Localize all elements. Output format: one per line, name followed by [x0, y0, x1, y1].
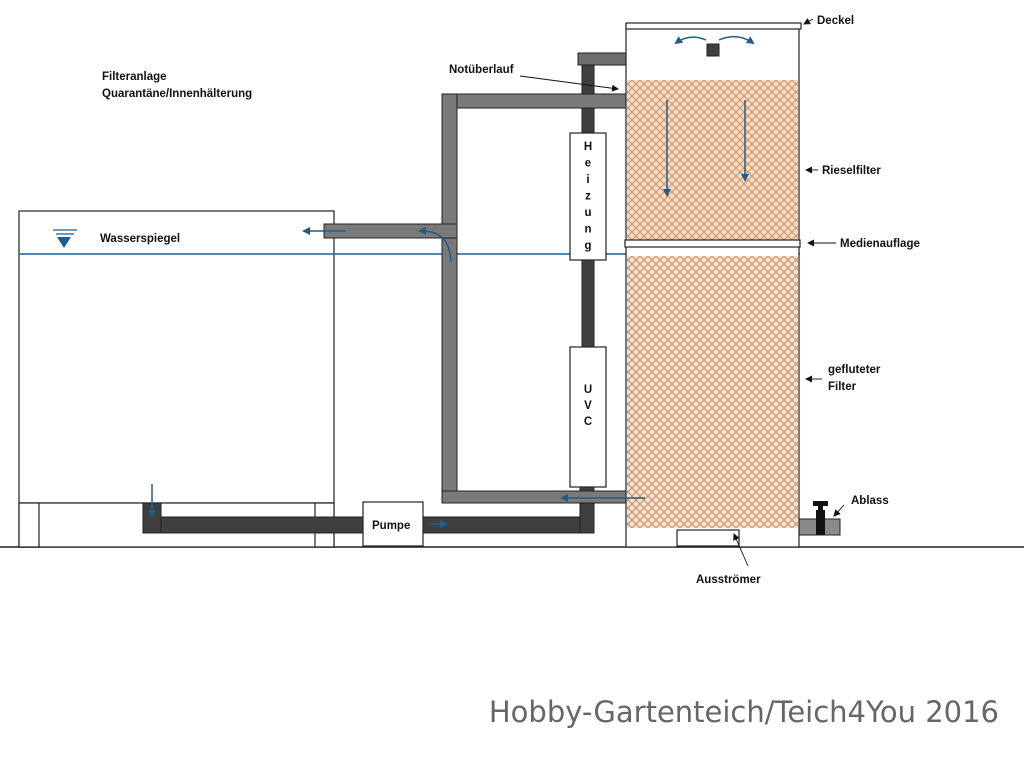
uvc-letter: V	[584, 400, 592, 412]
filter-column	[624, 22, 802, 548]
heater-letter: u	[584, 207, 591, 219]
credit-text: Hobby-Gartenteich/Teich4You 2016	[489, 695, 999, 729]
flooded-filter-label-1: gefluteter	[828, 364, 881, 376]
heater-letter: g	[584, 240, 591, 252]
lid	[625, 22, 802, 30]
uvc-letter: U	[584, 384, 592, 396]
trickle-filter-label: Rieselfilter	[822, 165, 881, 177]
uvc-unit: UVC	[569, 346, 607, 488]
drain-label: Ablass	[851, 495, 889, 507]
heater-letter: n	[584, 224, 591, 236]
title-line-2: Quarantäne/Innenhälterung	[102, 88, 252, 100]
title-line-1: Filteranlage	[102, 71, 167, 83]
media-support-plate	[624, 239, 801, 248]
trickle-filter-media	[627, 80, 798, 240]
spray-arrow-right-icon	[718, 35, 755, 45]
flooded-filter-media	[627, 256, 798, 528]
pump-label: Pumpe	[372, 520, 410, 532]
pointer-lines	[519, 18, 845, 567]
aquarium-tank	[18, 210, 800, 548]
spray-arrow-left-icon	[674, 36, 707, 45]
media-support-label: Medienauflage	[840, 238, 920, 250]
flow-arrows	[148, 35, 755, 528]
uvc-letter: C	[584, 416, 592, 428]
pump-unit: Pumpe	[362, 501, 424, 547]
outlet-label: Ausströmer	[696, 574, 761, 586]
overflow-label: Notüberlauf	[449, 64, 514, 76]
stand-leg-left	[18, 502, 40, 548]
air-diffuser	[676, 529, 740, 547]
heater-letter: H	[584, 141, 592, 153]
heater-letter: e	[585, 158, 591, 170]
heater-letter: i	[586, 174, 589, 186]
flooded-filter-label-2: Filter	[828, 381, 857, 393]
water-level-symbol-icon	[53, 229, 77, 248]
water-level-label: Wasserspiegel	[100, 233, 180, 245]
lid-label: Deckel	[817, 15, 854, 27]
heater-letter: z	[585, 191, 591, 203]
overflow-curve-arrow-icon	[418, 226, 452, 263]
drain-valve-icon	[816, 510, 825, 535]
